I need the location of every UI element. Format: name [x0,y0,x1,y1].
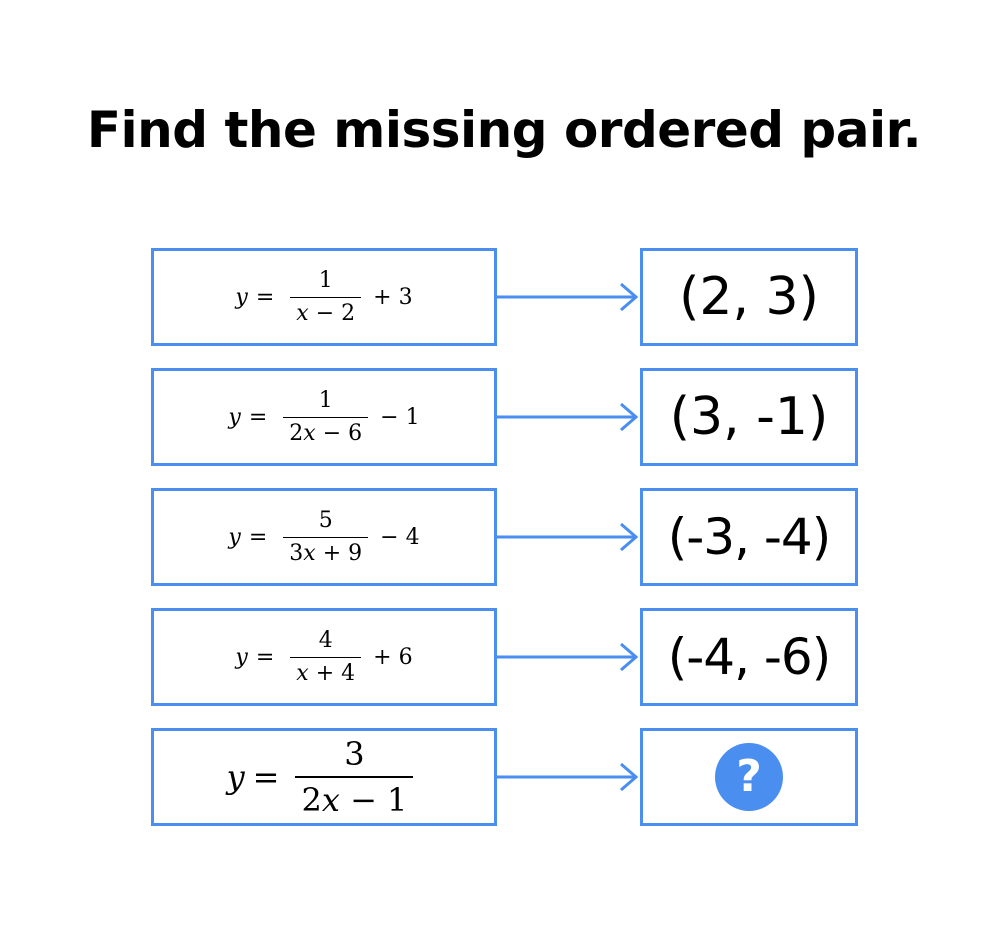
numerator: 4 [318,627,333,653]
ordered-pair: (-4, -6) [667,628,832,686]
fraction: 3 2x − 1 [295,735,414,819]
answer-box: (-4, -6) [640,608,858,706]
pair-row: y = 1 x − 2 + 3 (2, 3) [0,248,1008,346]
numerator: 1 [318,387,333,413]
equation-box: y = 5 3x + 9 − 4 [151,488,497,586]
arrow-right-icon [497,282,639,312]
equals-sign: = [248,404,268,430]
ordered-pair: (-3, -4) [667,508,832,566]
equation: y = 4 x + 4 + 6 [235,628,412,687]
pair-row: y = 3 2x − 1 ? [0,728,1008,826]
equation-constant: − 4 [380,524,420,550]
fraction-bar [290,296,362,298]
equation-lhs: y [228,524,241,550]
fraction: 1 2x − 6 [283,387,369,447]
numerator: 5 [318,507,333,533]
equals-sign: = [255,644,275,670]
numerator: 1 [318,267,333,293]
equation: y = 3 2x − 1 [227,735,422,819]
numerator: 3 [344,735,365,773]
fraction-bar [283,536,369,538]
page-title: Find the missing ordered pair. [86,101,922,159]
answer-box: (3, -1) [640,368,858,466]
equation-lhs: y [235,644,248,670]
answer-box[interactable]: ? [640,728,858,826]
pair-row: y = 4 x + 4 + 6 (-4, -6) [0,608,1008,706]
equation-constant: − 1 [380,404,420,430]
arrow-right-icon [497,522,639,552]
denominator: 2x − 1 [301,781,408,819]
fraction: 4 x + 4 [290,627,362,687]
ordered-pair: (3, -1) [669,387,829,447]
answer-box: (-3, -4) [640,488,858,586]
equation-lhs: y [228,404,241,430]
equation-constant: + 6 [373,644,413,670]
equals-sign: = [255,284,275,310]
denominator: 2x − 6 [289,420,363,446]
answer-box: (2, 3) [640,248,858,346]
question-mark-circle-icon[interactable]: ? [715,743,783,811]
equation-box: y = 4 x + 4 + 6 [151,608,497,706]
equals-sign: = [252,758,280,796]
pair-row: y = 1 2x − 6 − 1 (3, -1) [0,368,1008,466]
equation-lhs: y [235,284,248,310]
ordered-pair: (2, 3) [679,267,819,327]
fraction-bar [290,656,362,658]
equation-box: y = 3 2x − 1 [151,728,497,826]
arrow-right-icon [497,402,639,432]
pair-row: y = 5 3x + 9 − 4 (-3, -4) [0,488,1008,586]
denominator: x + 4 [296,660,356,686]
fraction-bar [283,416,369,418]
denominator: x − 2 [296,300,356,326]
equation-constant: + 3 [373,284,413,310]
equals-sign: = [248,524,268,550]
equation-box: y = 1 x − 2 + 3 [151,248,497,346]
equation-lhs: y [226,758,245,796]
equation: y = 1 x − 2 + 3 [235,268,412,327]
arrow-right-icon [497,642,639,672]
denominator: 3x + 9 [289,540,363,566]
fraction-bar [295,776,414,778]
fraction: 5 3x + 9 [283,507,369,567]
arrow-right-icon [497,762,639,792]
equation: y = 1 2x − 6 − 1 [228,388,419,447]
equation-box: y = 1 2x − 6 − 1 [151,368,497,466]
equation: y = 5 3x + 9 − 4 [228,508,419,567]
fraction: 1 x − 2 [290,267,362,327]
